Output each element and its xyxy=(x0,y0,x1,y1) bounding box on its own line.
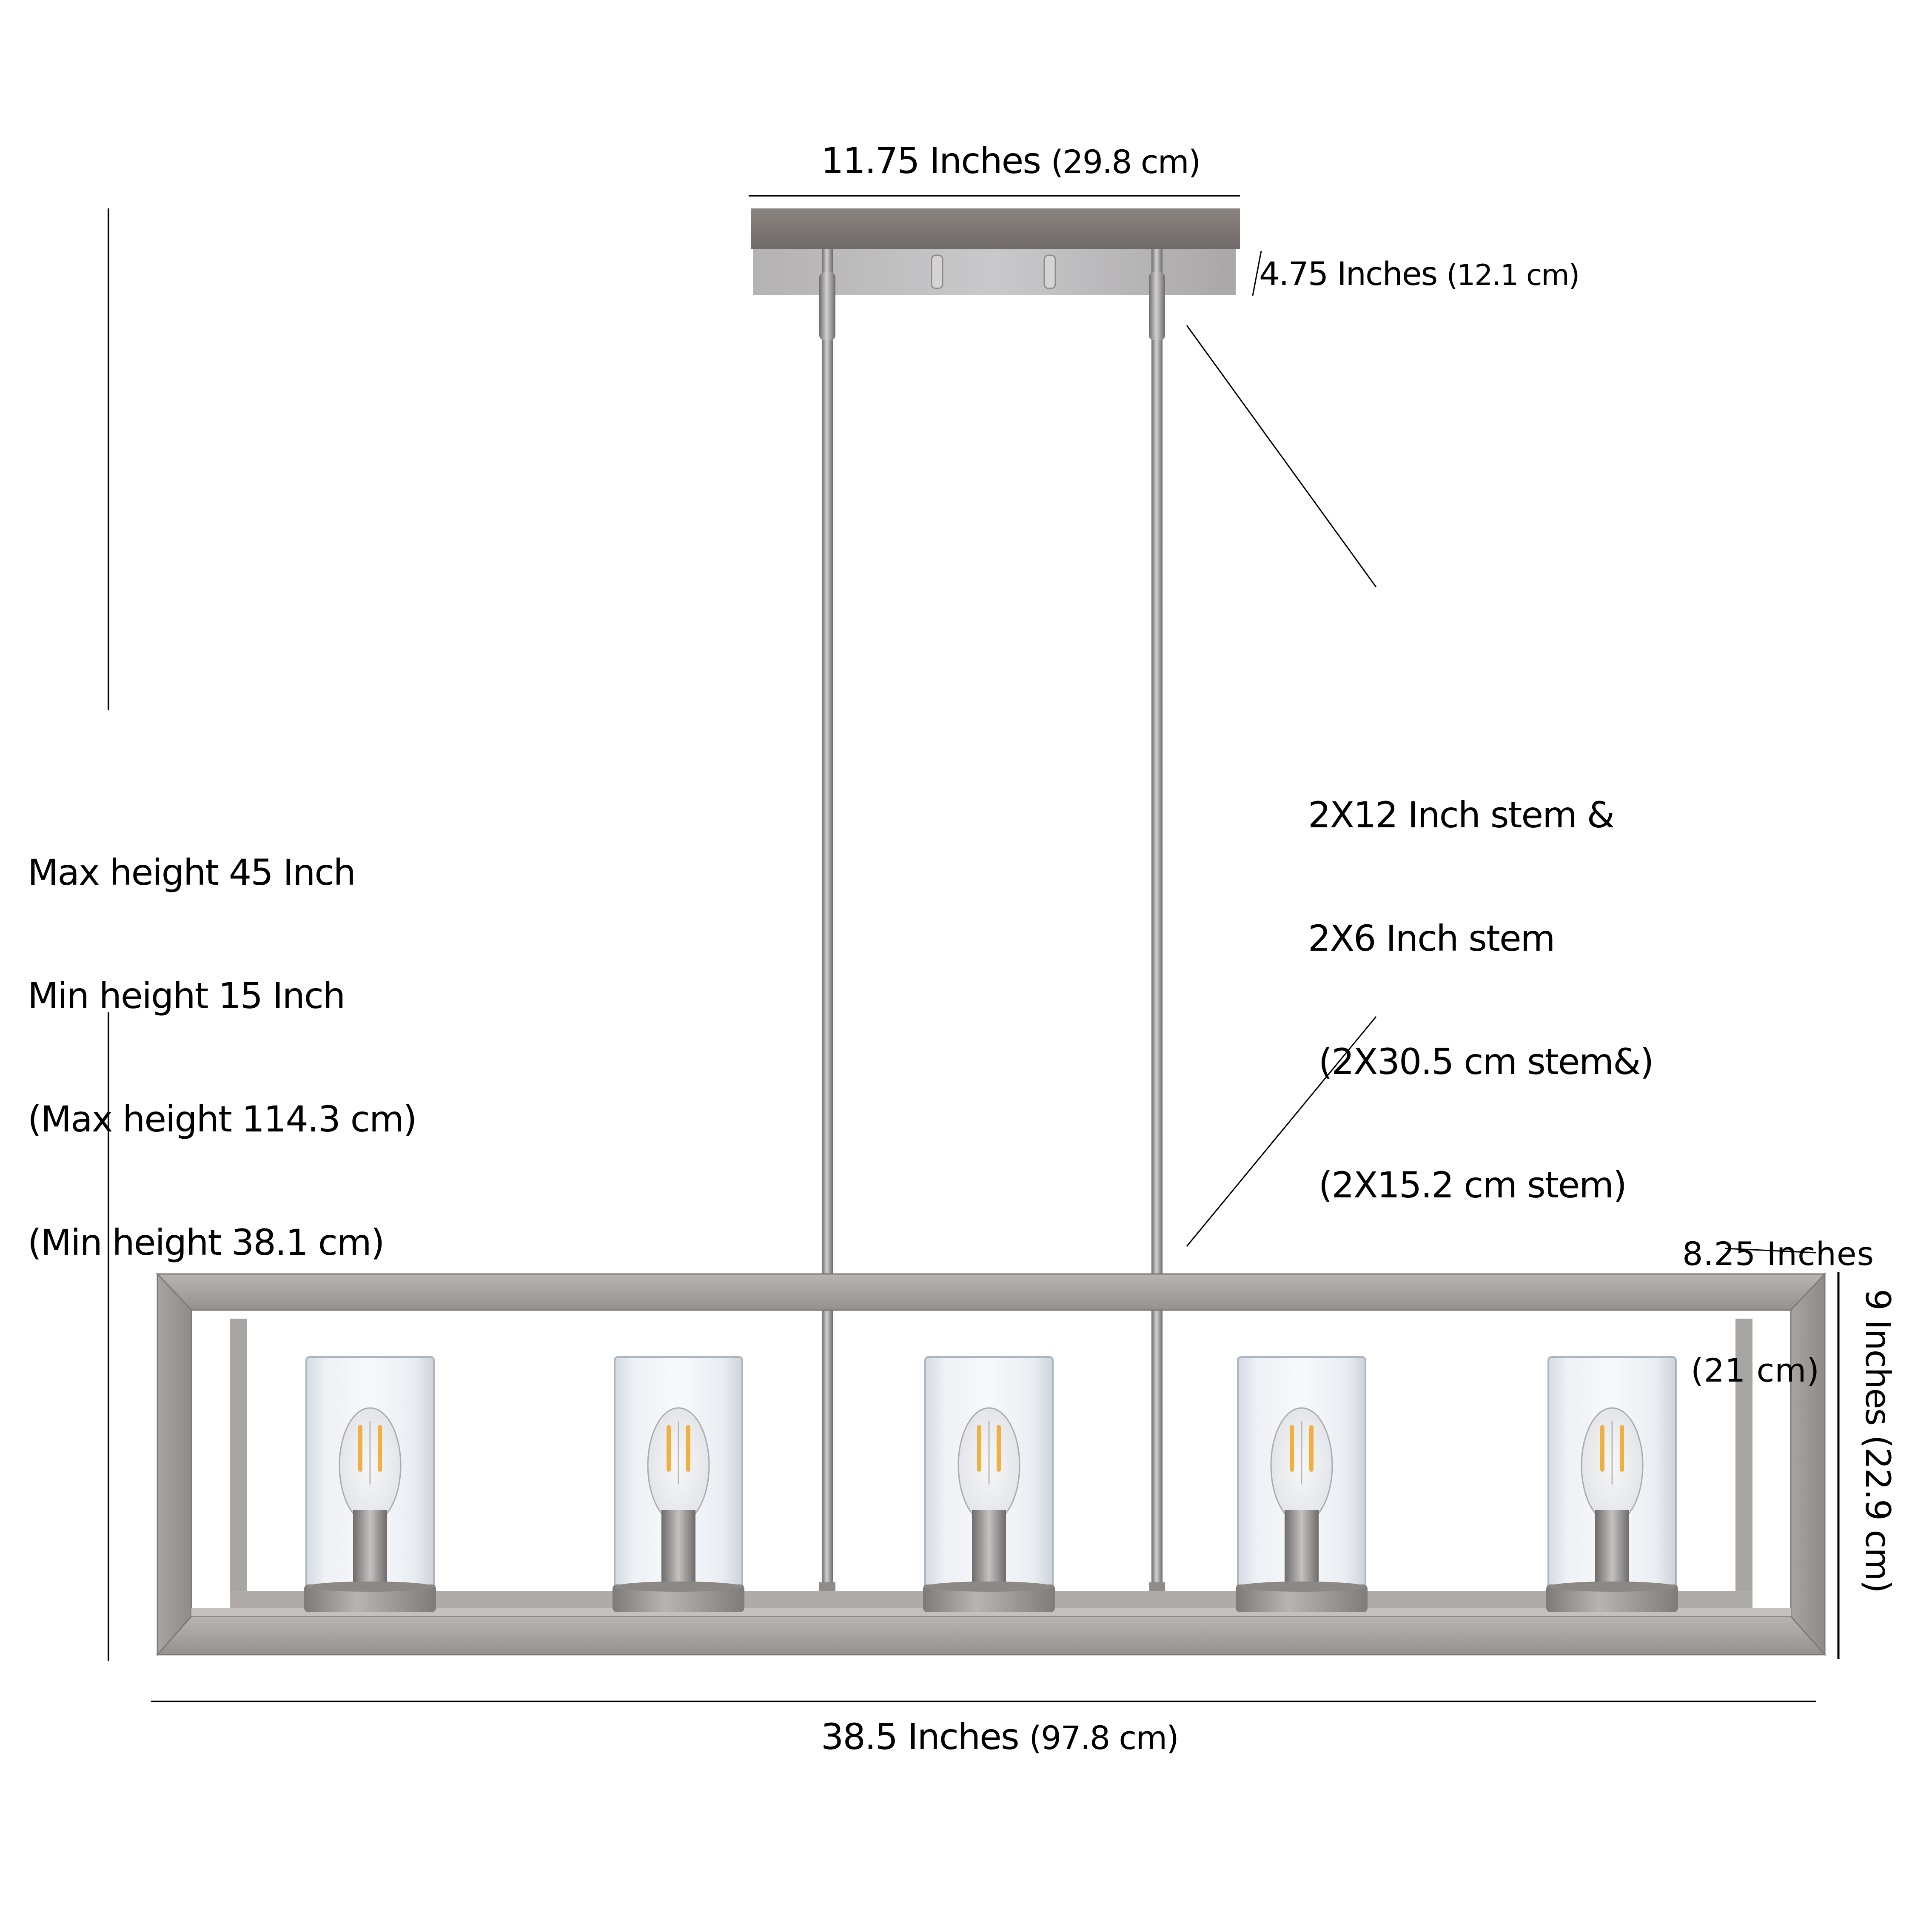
dimension-lines xyxy=(108,195,1840,1702)
body-width-cm: (97.8 cm) xyxy=(1029,1719,1179,1757)
stem-line-2: 2X6 Inch stem xyxy=(1308,917,1555,959)
canopy-width-inches: 11.75 Inches xyxy=(821,140,1041,182)
body-width-inches: 38.5 Inches xyxy=(821,1716,1020,1758)
stem-line-4: (2X15.2 cm stem) xyxy=(1308,1164,1627,1206)
min-height-cm: (Min height 38.1 cm) xyxy=(28,1221,385,1263)
canopy-depth-label: 4.75 Inches (12.1 cm) xyxy=(1259,255,1580,293)
body-width-label: 38.5 Inches (97.8 cm) xyxy=(821,1716,1179,1758)
body-depth-cm: (21 cm) xyxy=(1691,1351,1820,1389)
lamps xyxy=(303,1356,1679,1613)
body-depth-inches: 8.25 Inches xyxy=(1682,1235,1875,1273)
canopy-depth-cm: (12.1 cm) xyxy=(1446,259,1580,292)
canopy-depth-inches: 4.75 Inches xyxy=(1259,255,1438,293)
min-height-inches: Min height 15 Inch xyxy=(28,975,345,1017)
stem-label: 2X12 Inch stem & 2X6 Inch stem (2X30.5 c… xyxy=(1308,712,1654,1247)
canopy-width-cm: (29.8 cm) xyxy=(1051,143,1201,181)
canopy-width-label: 11.75 Inches (29.8 cm) xyxy=(821,140,1201,182)
body-depth-label: 8.25 Inches (21 cm) xyxy=(1682,1157,1874,1428)
height-label: Max height 45 Inch Min height 15 Inch (M… xyxy=(28,770,417,1304)
body-height-label: 9 Inches (22.9 cm) xyxy=(1858,1289,1898,1593)
max-height-cm: (Max height 114.3 cm) xyxy=(28,1098,417,1140)
stem-line-3: (2X30.5 cm stem&) xyxy=(1308,1040,1654,1083)
body-height-cm: (22.9 cm) xyxy=(1858,1435,1898,1593)
stem-line-1: 2X12 Inch stem & xyxy=(1308,794,1615,836)
max-height-inches: Max height 45 Inch xyxy=(28,852,356,894)
rectangular-frame xyxy=(156,1272,1827,1656)
body-height-inches: 9 Inches xyxy=(1858,1289,1898,1425)
